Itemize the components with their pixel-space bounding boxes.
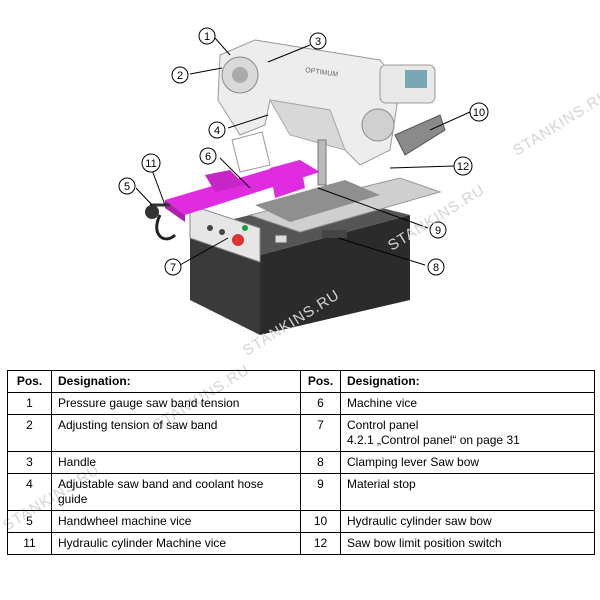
cross-reference-link[interactable]: 4.2.1 „Control panel“ on page 31 <box>347 433 520 447</box>
callout-1: 1 <box>198 27 216 45</box>
svg-text:9: 9 <box>435 225 441 237</box>
position-designation-table: Pos. Designation: Pos. Designation: 1 Pr… <box>7 370 595 555</box>
table-row: 2 Adjusting tension of saw band 7 Contro… <box>7 414 595 452</box>
pos-cell: 2 <box>7 414 52 452</box>
callout-10: 10 <box>469 102 489 122</box>
table-row: 4 Adjustable saw band and coolant hose g… <box>7 473 595 511</box>
table-header-row: Pos. Designation: Pos. Designation: <box>7 370 595 393</box>
designation-cell: Hydraulic cylinder Machine vice <box>51 532 301 555</box>
pos-cell: 5 <box>7 510 52 533</box>
pos-cell: 11 <box>7 532 52 555</box>
designation-cell: Pressure gauge saw band tension <box>51 392 301 415</box>
callout-11: 11 <box>141 153 161 173</box>
designation-cell: Machine vice <box>340 392 595 415</box>
designation-cell: Material stop <box>340 473 595 511</box>
header-pos: Pos. <box>7 370 52 393</box>
brand-label: OPTIMUM <box>305 67 339 79</box>
callout-12: 12 <box>453 156 473 176</box>
callout-9: 9 <box>429 221 447 239</box>
table-row: 11 Hydraulic cylinder Machine vice 12 Sa… <box>7 532 595 555</box>
table-row: 5 Handwheel machine vice 10 Hydraulic cy… <box>7 510 595 533</box>
pos-cell: 8 <box>300 451 341 474</box>
callout-3: 3 <box>309 32 327 50</box>
svg-text:1: 1 <box>204 31 210 43</box>
callout-5: 5 <box>118 177 136 195</box>
header-designation: Designation: <box>340 370 595 393</box>
svg-text:5: 5 <box>124 181 130 193</box>
callout-6: 6 <box>199 147 217 165</box>
pos-cell: 10 <box>300 510 341 533</box>
svg-text:2: 2 <box>177 70 183 82</box>
designation-cell: Adjusting tension of saw band <box>51 414 301 452</box>
svg-text:3: 3 <box>315 36 321 48</box>
svg-text:10: 10 <box>473 107 485 119</box>
table-row: 1 Pressure gauge saw band tension 6 Mach… <box>7 392 595 415</box>
svg-text:8: 8 <box>433 262 439 274</box>
pos-cell: 12 <box>300 532 341 555</box>
callout-7: 7 <box>164 258 182 276</box>
svg-text:6: 6 <box>205 151 211 163</box>
designation-cell: Control panel 4.2.1 „Control panel“ on p… <box>340 414 595 452</box>
designation-cell: Adjustable saw band and coolant hose gui… <box>51 473 301 511</box>
designation-cell: Hydraulic cylinder saw bow <box>340 510 595 533</box>
designation-cell: Saw bow limit position switch <box>340 532 595 555</box>
header-pos: Pos. <box>300 370 341 393</box>
pos-cell: 4 <box>7 473 52 511</box>
designation-cell: Clamping lever Saw bow <box>340 451 595 474</box>
callout-4: 4 <box>208 121 226 139</box>
control-panel-graphic <box>189 204 261 263</box>
pos-cell: 7 <box>300 414 341 452</box>
callout-8: 8 <box>427 258 445 276</box>
saw-bow-graphic: OPTIMUM <box>217 39 446 186</box>
designation-cell: Handle <box>51 451 301 474</box>
designation-line: Control panel <box>347 418 419 432</box>
band-saw-illustration: OPTIMUM 1 2 3 4 5 6 7 8 9 10 11 12 <box>118 27 489 335</box>
pos-cell: 6 <box>300 392 341 415</box>
callout-2: 2 <box>171 66 189 84</box>
pos-cell: 1 <box>7 392 52 415</box>
svg-text:11: 11 <box>145 158 156 170</box>
machine-vice-graphic <box>165 131 320 222</box>
pos-cell: 3 <box>7 451 52 474</box>
designation-cell: Handwheel machine vice <box>51 510 301 533</box>
svg-text:12: 12 <box>457 161 469 173</box>
header-designation: Designation: <box>51 370 301 393</box>
svg-text:4: 4 <box>214 125 220 137</box>
table-row: 3 Handle 8 Clamping lever Saw bow <box>7 451 595 474</box>
pos-cell: 9 <box>300 473 341 511</box>
svg-text:7: 7 <box>170 262 176 274</box>
